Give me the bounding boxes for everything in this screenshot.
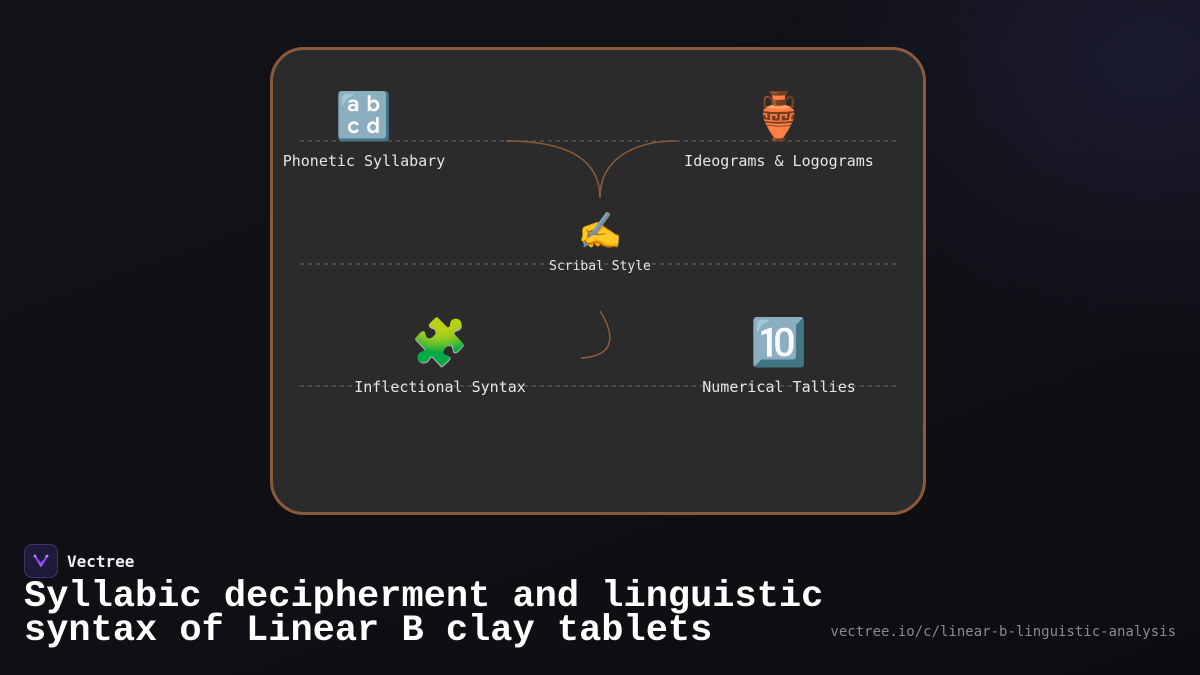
brand[interactable]: Vectree xyxy=(24,544,134,578)
node-inflectional-syntax: 🧩 Inflectional Syntax xyxy=(354,314,526,396)
node-label: Ideograms & Logograms xyxy=(684,152,874,170)
node-numerical-tallies: 🔟 Numerical Tallies xyxy=(702,314,856,396)
node-phonetic-syllabary: 🔡 Phonetic Syllabary xyxy=(283,88,446,170)
page-title: Syllabic decipherment and linguistic syn… xyxy=(24,576,824,652)
node-label: Phonetic Syllabary xyxy=(282,152,446,170)
node-label: Numerical Tallies xyxy=(702,378,856,396)
writing-hand-icon: ✍️ xyxy=(577,211,623,252)
abcd-letters-icon: 🔡 xyxy=(335,89,393,143)
node-ideograms-logograms: 🏺 Ideograms & Logograms xyxy=(684,88,874,170)
page-url[interactable]: vectree.io/c/linear-b-linguistic-analysi… xyxy=(830,624,1176,640)
node-scribal-style: ✍️ Scribal Style xyxy=(549,211,651,274)
puzzle-piece-icon: 🧩 xyxy=(411,315,469,369)
keycap-ten-icon: 🔟 xyxy=(750,315,808,369)
diagram-card xyxy=(270,47,926,515)
brand-name: Vectree xyxy=(67,551,135,571)
node-label: Scribal Style xyxy=(549,259,651,274)
node-label: Inflectional Syntax xyxy=(354,378,526,396)
amphora-icon: 🏺 xyxy=(750,89,808,143)
vectree-logo-icon xyxy=(24,544,58,578)
